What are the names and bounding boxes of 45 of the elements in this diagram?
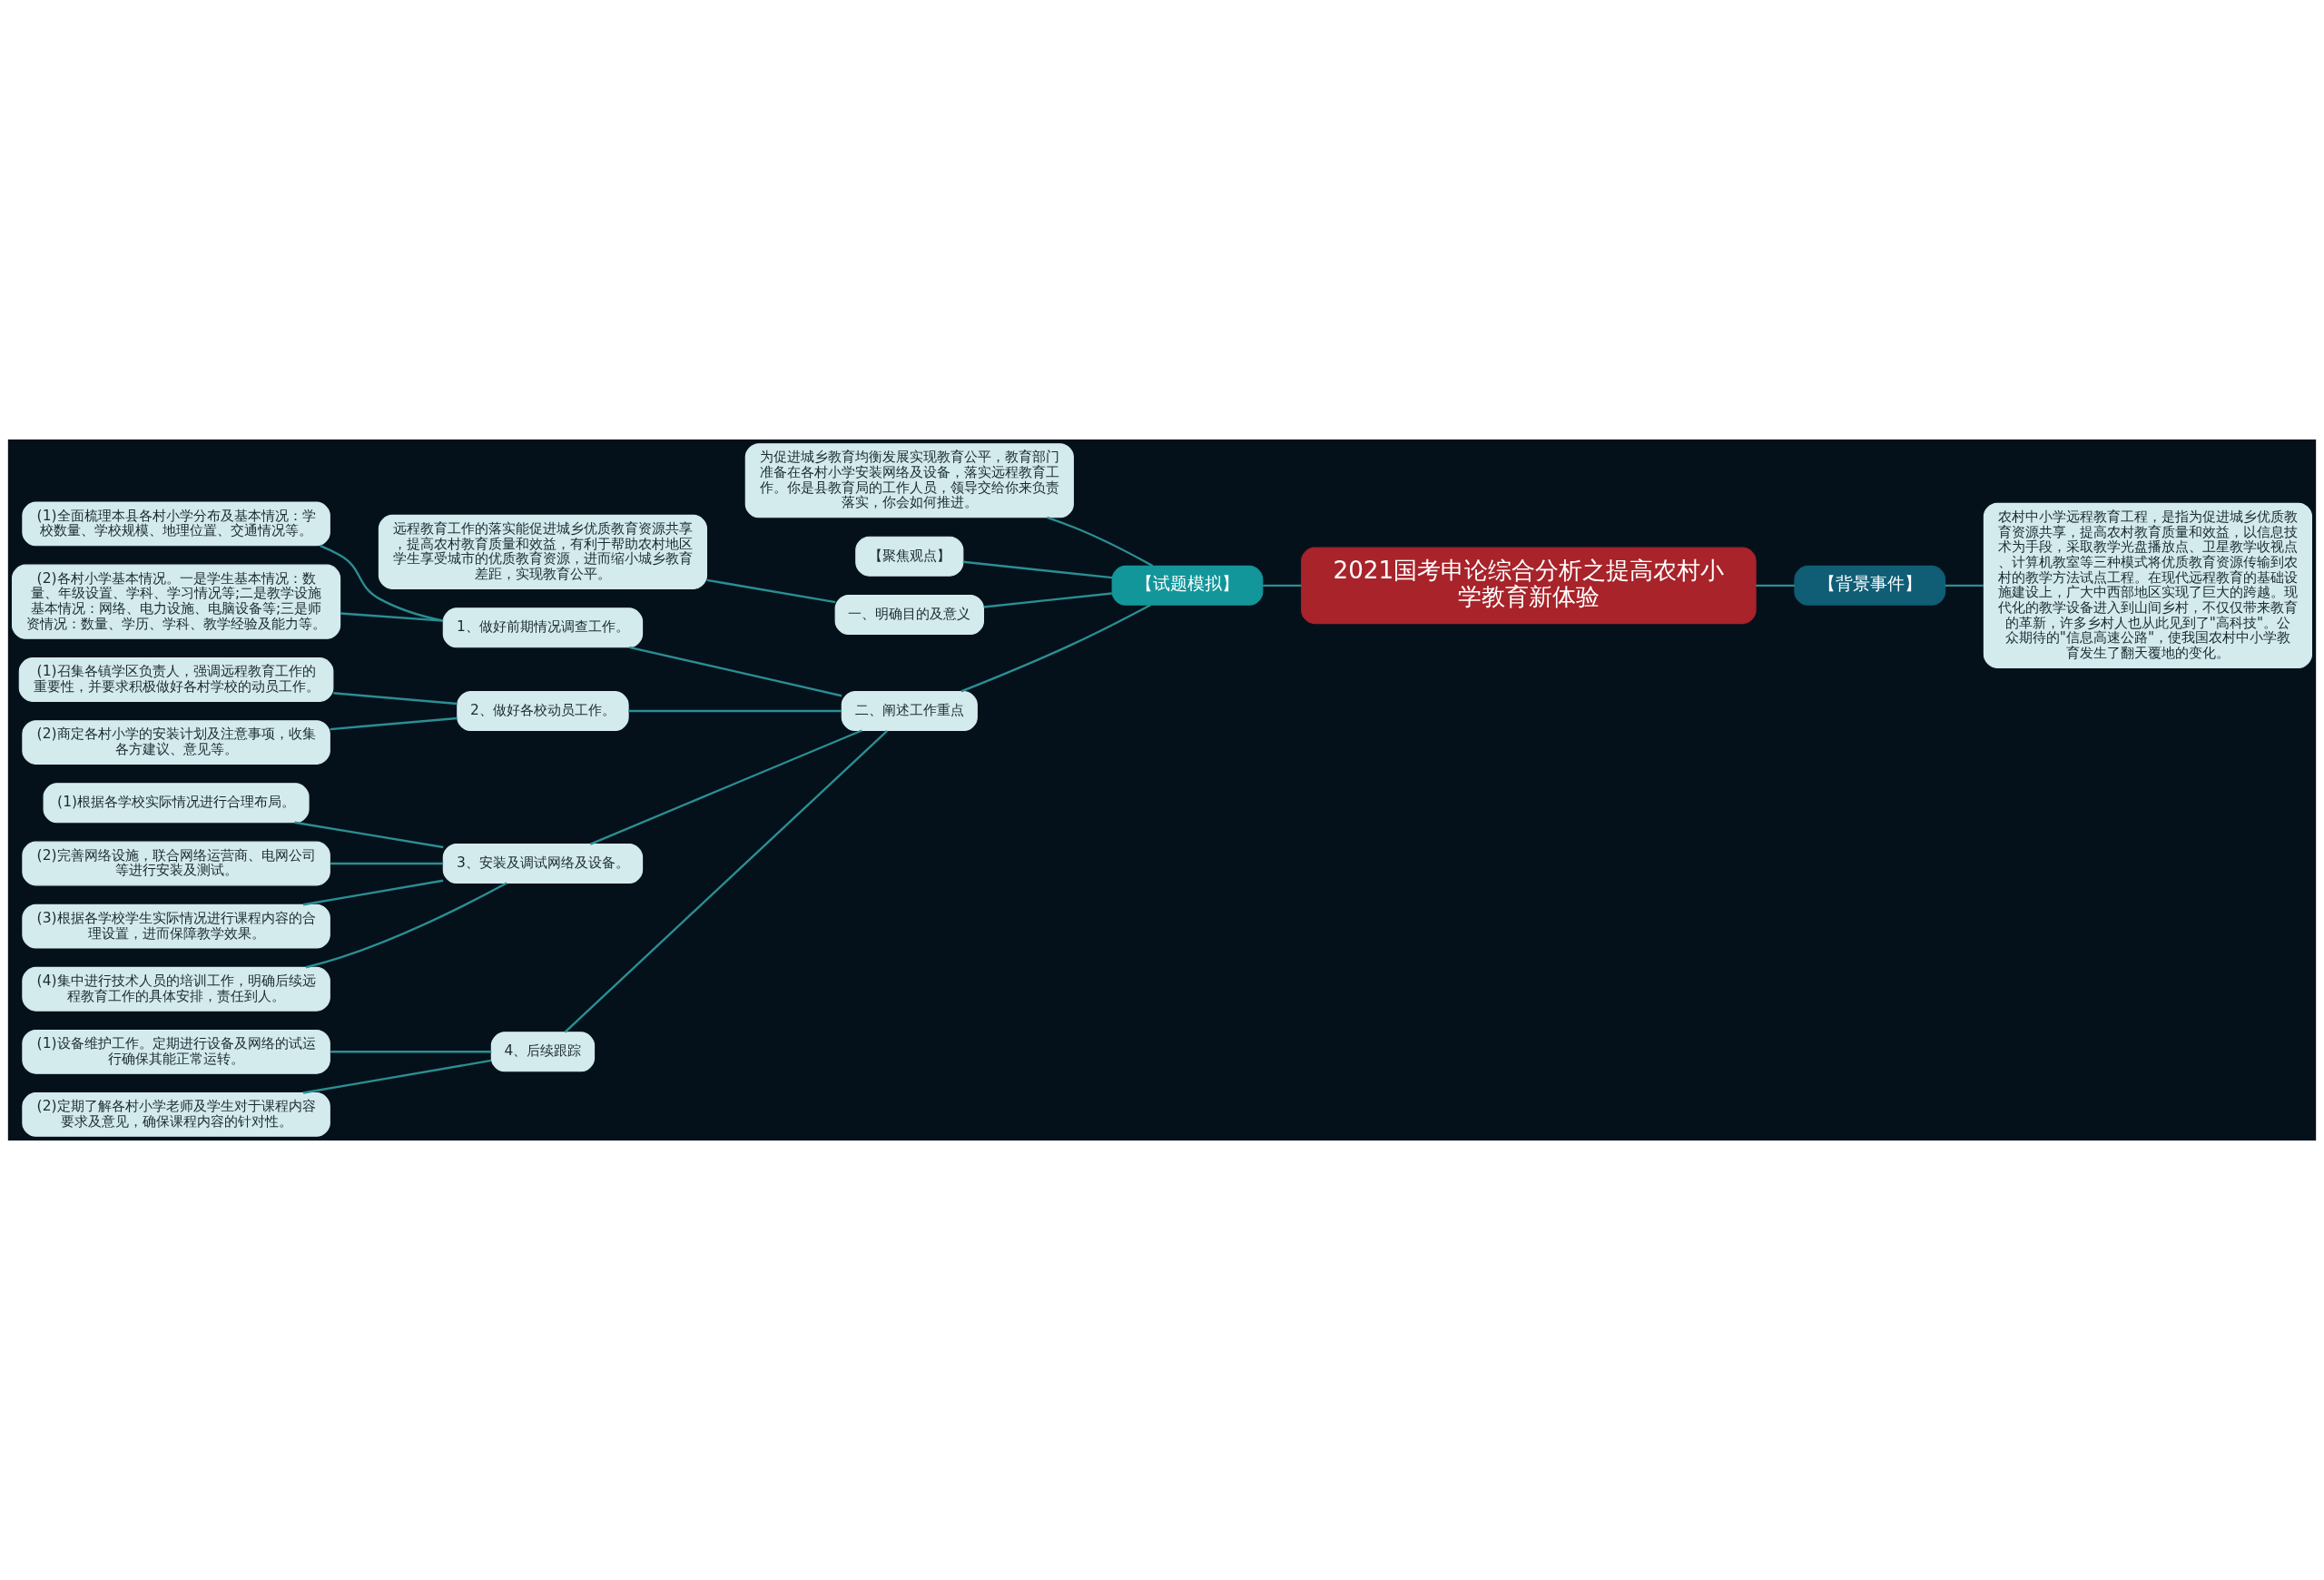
- node-box: 农村中小学远程教育工程，是指为促进城乡优质教育资源共享，提高农村教育质量和效益，以信息技术为手段，采取教学光盘播放点、卫星教学收视点、计算机教室等三种模式将优质教育资源传输到农村的教学方法试点工程。在现代远程教育的基础设施建设上，广大中西部地区实现了巨大的跨越。现代化的教学设备进入到山间乡村，不仅仅带来教育的革新，许多乡村人也从此见到了"高科技"。公众期待的"信息高速公路"，使我国农村中小学教育发生了翻天覆地的变化。: [1983, 502, 2312, 668]
- connector: [1047, 516, 1154, 568]
- connector: [960, 604, 1151, 693]
- node-box: (1)设备维护工作。定期进行设备及网络的试运行确保其能正常运转。: [22, 1029, 330, 1074]
- connector: [628, 709, 842, 713]
- connector: [294, 821, 444, 849]
- node-box: 【背景事件】: [1794, 565, 1946, 606]
- connector: [320, 544, 444, 622]
- node-box: 远程教育工作的落实能促进城乡优质教育资源共享，提高农村教育质量和效益，有利于帮助农村地区学生享受城市的优质教育资源，进而缩小城乡教育差距，实现教育公平。: [378, 514, 708, 589]
- connector: [1263, 584, 1302, 588]
- connector: [629, 646, 842, 697]
- connector: [330, 716, 458, 731]
- connector: [1945, 584, 1984, 588]
- node-box: 为促进城乡教育均衡发展实现教育公平，教育部门准备在各村小学安装网络及设备，落实远程教育工作。你是县教育局的工作人员，领导交给你来负责落实，你会如何推进。: [744, 443, 1074, 518]
- node-box: (2)商定各村小学的安装计划及注意事项，收集各方建议、意见等。: [22, 720, 330, 765]
- connector: [1756, 584, 1795, 588]
- connector: [330, 862, 444, 865]
- node-box: 1、做好前期情况调查工作。: [442, 607, 644, 648]
- node-box: (1)根据各学校实际情况进行合理布局。: [43, 783, 310, 824]
- node-box: 2、做好各校动员工作。: [457, 691, 629, 732]
- connector: [983, 592, 1112, 608]
- connector: [333, 692, 458, 706]
- node-box: (2)各村小学基本情况。一是学生基本情况：数量、年级设置、学科、学习情况等;二是教学设施基本情况：网络、电力设施、电脑设备等;三是师资情况：数量、学历、学科、教学经验及能力等。: [12, 564, 341, 639]
- node-box: (4)集中进行技术人员的培训工作，明确后续远程教育工作的具体安排，责任到人。: [22, 966, 330, 1012]
- connector: [302, 1059, 492, 1094]
- node-box: (3)根据各学校学生实际情况进行课程内容的合理设置，进而保障教学效果。: [22, 904, 330, 949]
- connector: [305, 882, 507, 969]
- node-box: (1)全面梳理本县各村小学分布及基本情况：学校数量、学校规模、地理位置、交通情况等。: [22, 501, 330, 547]
- connector: [340, 612, 444, 622]
- connector: [962, 560, 1113, 579]
- connector: [589, 729, 862, 845]
- node-box: 二、阐述工作重点: [841, 691, 978, 732]
- connector: [330, 1051, 492, 1053]
- connector: [302, 879, 444, 906]
- node-box: (2)定期了解各村小学老师及学生对于课程内容要求及意见，确保课程内容的针对性。: [22, 1092, 330, 1137]
- connector: [706, 578, 836, 604]
- node-box: 【聚焦观点】: [855, 536, 964, 577]
- node-box: 【试题模拟】: [1111, 565, 1264, 606]
- node-box: (1)召集各镇学区负责人，强调远程教育工作的重要性，并要求积极做好各村学校的动员工作。: [18, 657, 334, 702]
- connector: [564, 730, 889, 1033]
- node-box: 3、安装及调试网络及设备。: [442, 843, 644, 884]
- node-box: (2)完善网络设施，联合网络运营商、电网公司等进行安装及测试。: [22, 841, 330, 886]
- node-box: 一、明确目的及意义: [834, 594, 985, 636]
- node-box: 2021国考申论综合分析之提高农村小学教育新体验: [1301, 547, 1757, 625]
- node-box: 4、后续跟踪: [490, 1032, 596, 1072]
